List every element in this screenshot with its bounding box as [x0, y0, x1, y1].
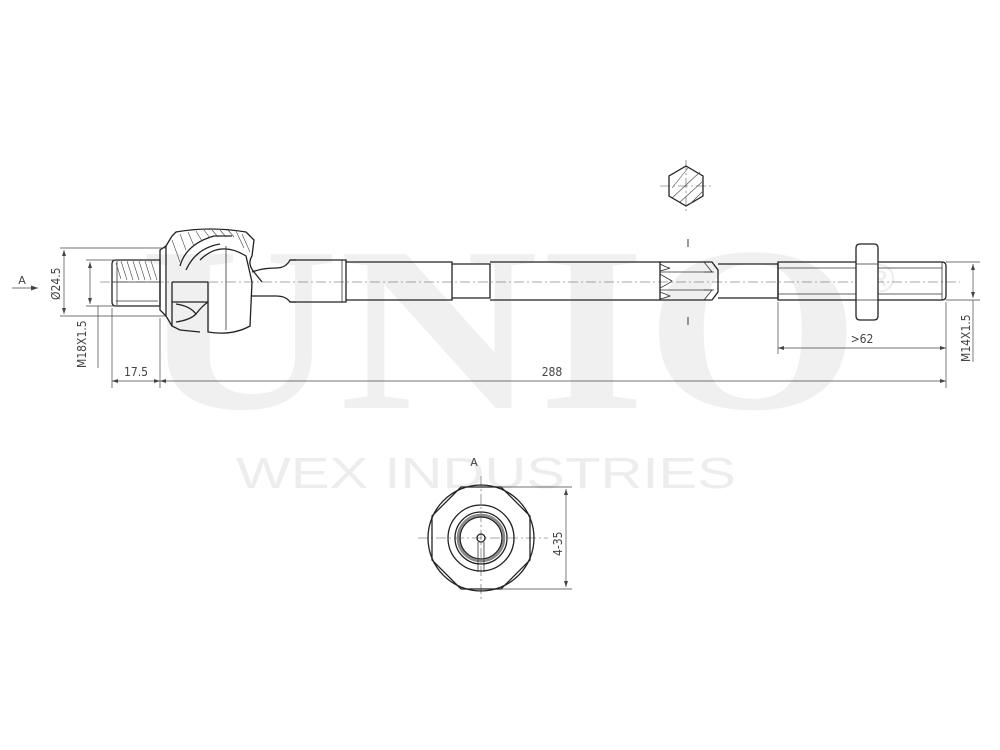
watermark-brand: UNIO — [140, 199, 860, 459]
view-arrow-a: A — [12, 274, 38, 291]
end-view-label: A — [470, 456, 478, 469]
dim-flats: 4-35 — [501, 486, 572, 590]
dim-right-thread-label: M14X1.5 — [959, 314, 973, 362]
dim-flats-label: 4-35 — [551, 532, 565, 557]
tie-rod-side-view: I I — [100, 228, 960, 334]
watermark-company: WEX INDUSTRIES — [236, 449, 736, 498]
watermark: UNIO ® WEX INDUSTRIES — [140, 199, 895, 498]
outer-circle — [427, 484, 535, 592]
dim-right-thread-length-label: >62 — [851, 332, 874, 346]
ball-joint-housing — [165, 228, 263, 334]
right-threaded-end — [777, 243, 947, 321]
view-label-a: A — [18, 274, 26, 287]
end-view-a: A 4-35 — [418, 456, 572, 602]
hex-section-shape — [668, 165, 704, 207]
hex-section-view — [660, 160, 714, 212]
dim-left-thread-label: M18X1.5 — [75, 320, 89, 368]
dim-thread-length-label: 17.5 — [124, 365, 148, 379]
dim-diameter-label: Ø24.5 — [49, 267, 63, 300]
dimensions: Ø24.5 M18X1.5 17.5 288 — [49, 247, 980, 388]
lock-nut — [855, 243, 879, 321]
section-mark-top: I — [686, 237, 689, 250]
dim-right-thread-length: >62 — [777, 302, 946, 354]
dim-overall-length-label: 288 — [542, 365, 563, 379]
section-mark-bottom: I — [686, 315, 689, 328]
dim-left-thread: M18X1.5 — [75, 259, 116, 368]
arrow-icon — [31, 285, 38, 291]
dim-right-thread: M14X1.5 — [946, 261, 980, 362]
splined-section — [659, 261, 719, 301]
dim-diameter-24-5: Ø24.5 — [49, 247, 166, 317]
dim-lengths: 17.5 288 — [111, 302, 947, 388]
